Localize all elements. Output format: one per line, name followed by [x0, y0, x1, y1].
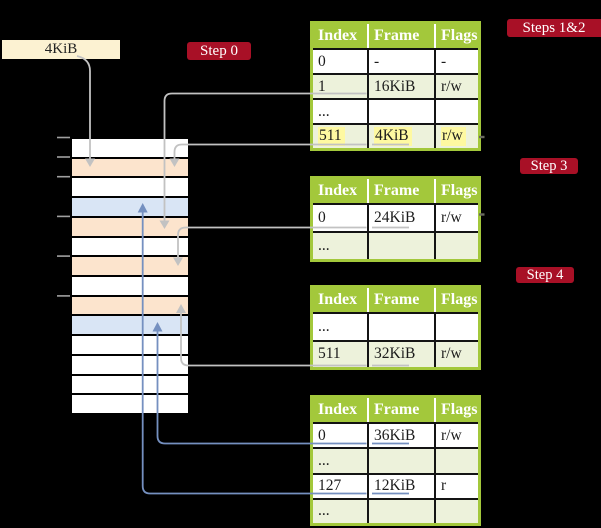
col-header-frame: Frame — [367, 24, 434, 48]
cell-flags — [434, 499, 478, 523]
cell-frame: 36KiB — [367, 424, 434, 448]
col-header-frame: Frame — [367, 179, 434, 203]
memory-frame-row-7 — [72, 275, 188, 295]
table-row: ... — [313, 231, 478, 259]
cell-index: 0 — [318, 209, 326, 226]
cell-flags — [434, 449, 478, 473]
memory-frame-row-4 — [72, 215, 188, 236]
cell-index: 511 — [313, 125, 367, 148]
cell-flags: r/w — [434, 341, 478, 367]
col-header-flags: Flags — [434, 288, 478, 312]
table-row: ... — [313, 98, 478, 123]
cell-frame: 24KiB — [367, 205, 434, 231]
table-header-row: Index Frame Flags — [313, 24, 478, 50]
cell-frame: 4KiB — [367, 125, 434, 148]
cell-index: 127 — [318, 477, 342, 495]
col-header-flags: Flags — [434, 179, 478, 203]
cell-index: ... — [318, 237, 330, 254]
col-header-index: Index — [318, 182, 358, 199]
memory-frame-row-9 — [72, 314, 188, 335]
cell-flags — [434, 233, 478, 259]
memory-frame-row-0 — [72, 139, 188, 157]
cell-frame — [367, 314, 434, 340]
memory-frame-row-12 — [72, 373, 188, 394]
memory-frame-row-10 — [72, 334, 188, 354]
table-row-highlighted: 511 4KiB r/w — [313, 123, 478, 148]
memory-frame-row-6 — [72, 255, 188, 276]
cell-flags: r/w — [434, 125, 478, 148]
cell-frame: 16KiB — [367, 75, 434, 98]
col-header-flags: Flags — [434, 24, 478, 48]
page-table-2: Index Frame Flags 0 24KiB r/w ... — [310, 176, 481, 262]
table-header-row: Index Frame Flags — [313, 288, 478, 314]
cell-frame: 12KiB — [367, 474, 434, 498]
table-row: ... — [313, 314, 478, 340]
col-header-index: Index — [318, 27, 358, 44]
cell-index: ... — [318, 317, 330, 335]
cell-frame — [367, 449, 434, 473]
highlight-mark: 511 — [318, 127, 345, 146]
cell-flags: r/w — [434, 205, 478, 231]
table-row: 0 - - — [313, 50, 478, 73]
highlight-mark: 4KiB — [374, 127, 412, 146]
memory-frame-row-2 — [72, 176, 188, 197]
table-row: ... — [313, 447, 478, 473]
badge-steps-1-2: Steps 1&2 — [507, 19, 601, 37]
table-header-row: Index Frame Flags — [313, 179, 478, 205]
memory-frame-row-13 — [72, 393, 188, 414]
table-row: ... — [313, 497, 478, 523]
page-table-3: Index Frame Flags ... 511 32KiB r/w — [310, 285, 481, 370]
memory-frame-row-11 — [72, 353, 188, 374]
memory-ticks — [57, 136, 70, 297]
memory-frame-row-1 — [72, 156, 188, 177]
cell-index: ... — [318, 502, 330, 520]
cell-flags — [434, 314, 478, 340]
cell-frame: 32KiB — [367, 341, 434, 367]
physical-memory-column — [70, 137, 190, 415]
cell-flags: r/w — [434, 75, 478, 98]
cell-index: ... — [318, 102, 330, 120]
frame-size-box: 4KiB — [2, 40, 120, 59]
badge-step3: Step 3 — [520, 158, 578, 174]
col-header-index: Index — [318, 401, 358, 418]
cell-frame — [367, 499, 434, 523]
cell-index: 0 — [318, 426, 326, 444]
table-row: 0 24KiB r/w — [313, 205, 478, 231]
page-table-1: Index Frame Flags 0 - - 1 16KiB r/w ... … — [310, 21, 481, 151]
cell-index: 1 — [318, 77, 326, 95]
highlight-mark: r/w — [441, 127, 466, 146]
col-header-frame: Frame — [367, 288, 434, 312]
cell-flags: - — [434, 50, 478, 73]
table-header-row: Index Frame Flags — [313, 398, 478, 424]
col-header-index: Index — [318, 291, 358, 308]
cell-index: 511 — [318, 345, 341, 363]
table-row: 1 16KiB r/w — [313, 73, 478, 98]
cell-frame: - — [367, 50, 434, 73]
memory-frame-row-8 — [72, 294, 188, 315]
cell-frame — [367, 100, 434, 123]
cell-frame — [367, 233, 434, 259]
cell-index: 0 — [318, 52, 326, 70]
col-header-flags: Flags — [434, 398, 478, 422]
cell-flags: r/w — [434, 424, 478, 448]
col-header-frame: Frame — [367, 398, 434, 422]
table-row: 511 32KiB r/w — [313, 339, 478, 367]
badge-step0: Step 0 — [187, 42, 251, 60]
memory-frame-row-5 — [72, 235, 188, 256]
memory-frame-row-3 — [72, 196, 188, 216]
badge-step4: Step 4 — [516, 267, 574, 283]
cell-flags — [434, 100, 478, 123]
table-row: 0 36KiB r/w — [313, 424, 478, 448]
cell-index: ... — [318, 451, 330, 469]
table-row: 127 12KiB r — [313, 472, 478, 498]
cell-flags: r — [434, 474, 478, 498]
page-table-4: Index Frame Flags 0 36KiB r/w ... 127 12… — [310, 395, 481, 526]
